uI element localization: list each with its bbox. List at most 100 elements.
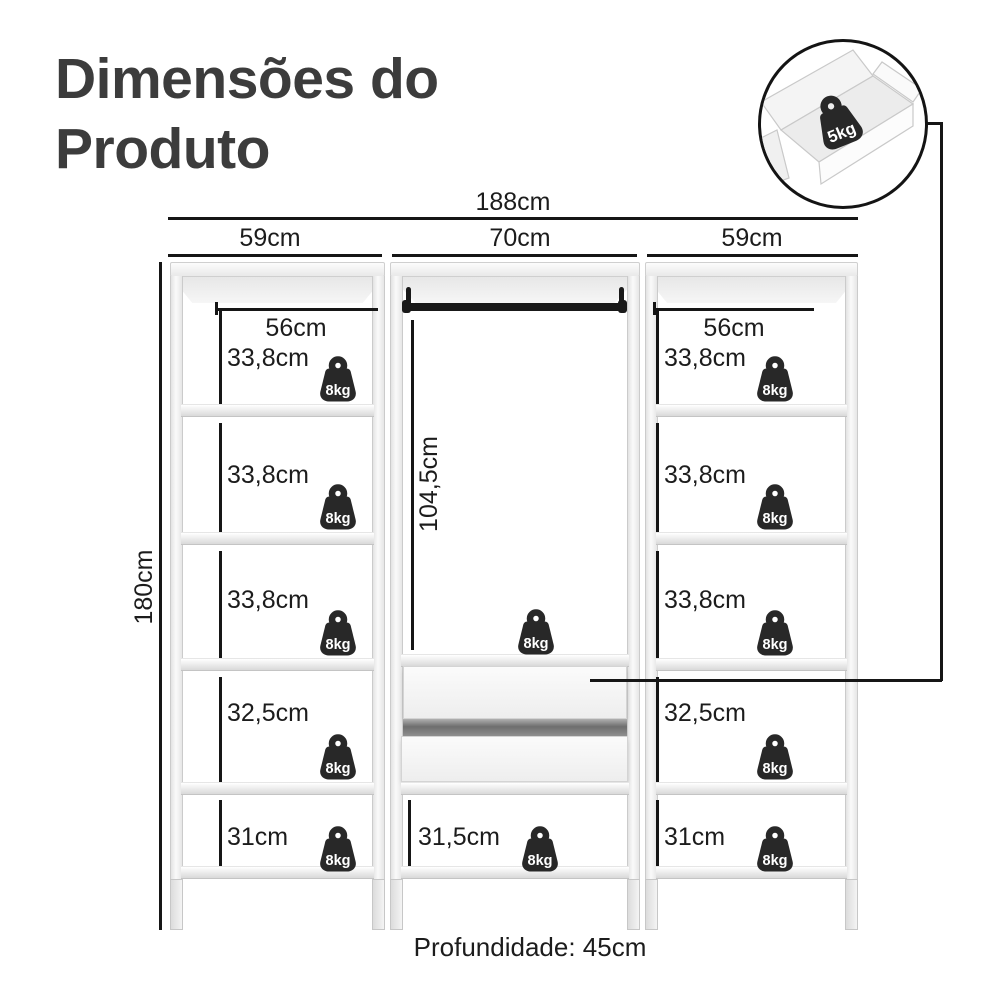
weight-value: 8kg (528, 853, 553, 869)
weight-icon: 8kg (320, 356, 356, 402)
dim-line-hanging-height (411, 320, 414, 650)
depth-label: Profundidade: 45cm (413, 932, 647, 962)
dim-line-middle-width (392, 254, 637, 257)
weight-value: 8kg (763, 511, 788, 527)
drawer-block-bottom (401, 782, 629, 795)
middle-column-bottom-shelf (401, 866, 629, 879)
middle-column-right-post (627, 276, 640, 879)
right-column-leg (645, 879, 658, 930)
hanging-rod-bracket (406, 287, 411, 307)
right-column-shelf (656, 404, 847, 417)
dim-label-left-width: 59cm (239, 224, 301, 252)
dim-label-right-section: 33,8cm (664, 344, 746, 372)
cabinet-edge (761, 129, 790, 187)
dim-line-right-width (647, 254, 858, 257)
weight-icon: 8kg (320, 734, 356, 780)
dim-label-left-section: 31cm (227, 823, 289, 851)
left-column-shelf (181, 658, 374, 671)
dim-label-left-section: 33,8cm (227, 461, 309, 489)
dim-line-left-width (168, 254, 382, 257)
dim-line-section (656, 677, 659, 782)
right-column-right-post (845, 276, 858, 879)
dim-label-right-width: 59cm (721, 224, 783, 252)
weight-value: 8kg (763, 761, 788, 777)
dim-line-section (656, 551, 659, 658)
drawer-front-top (403, 666, 627, 719)
weight-value: 8kg (763, 637, 788, 653)
left-column-right-post (372, 276, 385, 879)
weight-value: 8kg (763, 383, 788, 399)
dim-line-left-inner-width (216, 308, 378, 311)
middle-column-top-underside (391, 277, 639, 303)
drawer-front-panel (818, 102, 914, 186)
right-column-bottom-shelf (656, 866, 847, 879)
dim-label-left-section: 33,8cm (227, 586, 309, 614)
weight-value: 8kg (326, 761, 351, 777)
dim-line-section (219, 423, 222, 532)
left-column-shelf (181, 532, 374, 545)
weight-icon: 8kg (757, 356, 793, 402)
dim-label-middle-bottom: 31,5cm (418, 823, 500, 851)
dim-line-total-width (168, 217, 858, 220)
middle-column-leg (627, 879, 640, 930)
page-title-line2: Produto (55, 117, 270, 181)
weight-icon: 8kg (757, 734, 793, 780)
left-column-leg (170, 879, 183, 930)
middle-column-top-panel (390, 262, 640, 277)
dim-line-section (219, 551, 222, 658)
page-title: Dimensões do Produto (55, 44, 439, 184)
weight-icon: 8kg (522, 826, 558, 872)
left-column-shelf (181, 404, 374, 417)
weight-icon: 8kg (320, 826, 356, 872)
callout-line-vertical (940, 122, 943, 681)
dim-line-right-inner-width (654, 308, 814, 311)
dim-line-section (219, 800, 222, 866)
drawer-illustration: 5kg (761, 49, 923, 187)
dim-line-middle-bottom (408, 800, 411, 866)
page-title-line1: Dimensões do (55, 47, 439, 111)
dim-label-total-height: 180cm (130, 549, 158, 625)
dim-label-right-section: 32,5cm (664, 699, 746, 727)
weight-value: 8kg (326, 511, 351, 527)
hanging-rod (404, 303, 626, 311)
left-column-top-underside (171, 277, 384, 303)
left-column-leg (372, 879, 385, 930)
callout-line-top (920, 122, 942, 125)
weight-icon: 8kg (320, 484, 356, 530)
weight-icon: 8kg (518, 609, 554, 655)
right-column-top-underside (646, 277, 857, 303)
weight-value: 8kg (763, 853, 788, 869)
dim-line-section (219, 677, 222, 782)
dim-label-hanging-height: 104,5cm (415, 436, 443, 532)
hanging-rod-end-cap (618, 300, 627, 313)
weight-value: 8kg (326, 853, 351, 869)
dim-line-section (656, 423, 659, 532)
drawer-front-bottom (401, 736, 628, 782)
dim-label-right-section: 33,8cm (664, 586, 746, 614)
dim-label-left-section: 33,8cm (227, 344, 309, 372)
middle-column-leg (390, 879, 403, 930)
dim-label-middle-width: 70cm (489, 224, 551, 252)
hanging-rod-bracket (619, 287, 624, 307)
right-column-leg (845, 879, 858, 930)
left-column-left-post (170, 276, 183, 879)
right-column-shelf (656, 532, 847, 545)
dim-label-right-inner-width: 56cm (703, 314, 765, 342)
weight-icon: 5kg (820, 95, 863, 150)
right-column-shelf (656, 782, 847, 795)
weight-value: 8kg (524, 636, 549, 652)
drawer-detail-inset: 5kg (758, 39, 928, 209)
weight-icon: 8kg (320, 610, 356, 656)
dim-label-left-section: 32,5cm (227, 699, 309, 727)
dim-line-section (656, 308, 659, 404)
dim-label-left-inner-width: 56cm (265, 314, 327, 342)
weight-icon: 8kg (757, 610, 793, 656)
dim-label-total-width: 188cm (475, 188, 551, 216)
dim-label-right-section: 31cm (664, 823, 726, 851)
dim-label-right-section: 33,8cm (664, 461, 746, 489)
middle-column-left-post (390, 276, 403, 879)
dim-line-section (219, 308, 222, 404)
left-column-shelf (181, 782, 374, 795)
callout-line-to-drawer (590, 679, 942, 682)
